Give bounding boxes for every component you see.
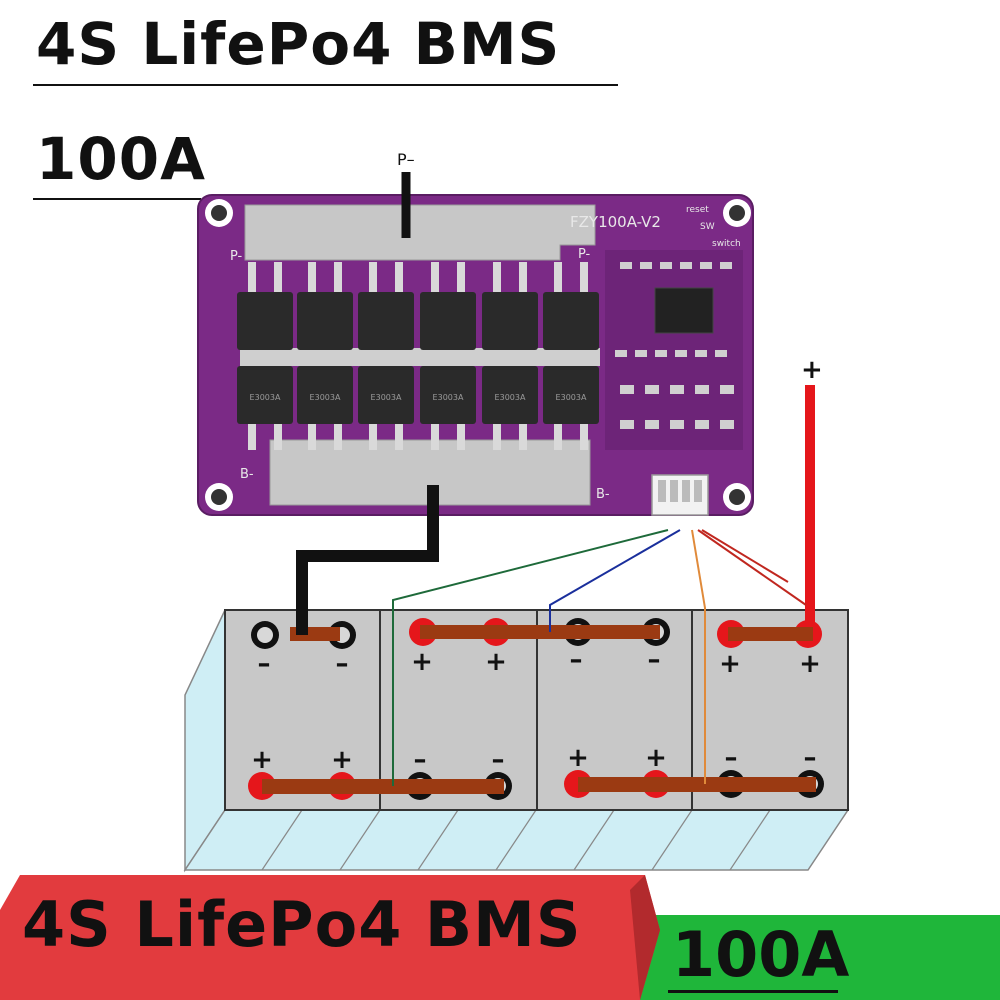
- polarity-bottom-8: –: [804, 743, 817, 773]
- current-rating: 100A: [36, 125, 206, 193]
- polarity-top-2: –: [336, 649, 349, 679]
- p-minus-label: P–: [397, 150, 415, 169]
- p-minus-left-label: P-: [230, 249, 243, 264]
- polarity-top-5: –: [570, 645, 583, 675]
- polarity-top-3: +: [411, 647, 433, 677]
- switch-label: switch: [712, 239, 741, 249]
- polarity-top-7: +: [719, 649, 741, 679]
- b-minus-right-label: B-: [596, 487, 610, 502]
- mosfet-pins: [248, 262, 588, 450]
- svg-text:E3003A: E3003A: [433, 393, 464, 402]
- p-minus-pad-label: P-: [578, 247, 591, 262]
- banner-current-underline: [668, 990, 838, 993]
- balance-wire-orange: [691, 529, 706, 784]
- svg-text:E3003A: E3003A: [310, 393, 341, 402]
- mosfet-labels: E3003A E3003A E3003A E3003A E3003A E3003…: [250, 393, 587, 402]
- sw-label: SW: [700, 222, 715, 232]
- banner-current: 100A: [672, 918, 850, 991]
- balance-wire-red: [697, 529, 807, 606]
- balance-wire-blue: [549, 529, 681, 632]
- polarity-bottom-4: –: [492, 745, 505, 775]
- cell-2: [379, 609, 538, 811]
- svg-text:E3003A: E3003A: [371, 393, 402, 402]
- board-model: FZY100A-V2: [570, 213, 661, 231]
- mosfet-array: [237, 292, 599, 424]
- svg-text:E3003A: E3003A: [556, 393, 587, 402]
- bms-board: E3003A E3003A E3003A E3003A E3003A E3003…: [197, 194, 754, 516]
- current-underline: [33, 198, 201, 200]
- banner-red: [0, 875, 660, 1000]
- b-minus-wire: [296, 485, 439, 635]
- polarity-bottom-5: +: [567, 743, 589, 773]
- cell-4: [691, 609, 849, 811]
- svg-text:E3003A: E3003A: [495, 393, 526, 402]
- polarity-bottom-2: +: [331, 745, 353, 775]
- banner-title: 4S LifePo4 BMS: [22, 888, 582, 961]
- control-ic: [654, 287, 714, 334]
- wires: [296, 172, 815, 786]
- polarity-labels: – – + + – – + + + + – – + + – –: [251, 645, 821, 775]
- b-minus-left-label: B-: [240, 467, 254, 482]
- plus-wire-label: +: [801, 355, 823, 385]
- polarity-top-6: –: [648, 645, 661, 675]
- battery-pack: – – + + – – + + + + – – + + – –: [183, 609, 850, 873]
- polarity-bottom-3: –: [414, 745, 427, 775]
- polarity-bottom-7: –: [725, 743, 738, 773]
- polarity-bottom-1: +: [251, 745, 273, 775]
- reset-label: reset: [686, 205, 709, 215]
- page-title: 4S LifePo4 BMS: [36, 10, 561, 78]
- polarity-bottom-6: +: [645, 743, 667, 773]
- svg-text:E3003A: E3003A: [250, 393, 281, 402]
- smd-components: [615, 262, 734, 429]
- balance-wire-green: [392, 529, 669, 786]
- polarity-top-1: –: [258, 649, 271, 679]
- polarity-top-8: +: [799, 649, 821, 679]
- polarity-top-4: +: [485, 647, 507, 677]
- title-underline: [33, 84, 618, 86]
